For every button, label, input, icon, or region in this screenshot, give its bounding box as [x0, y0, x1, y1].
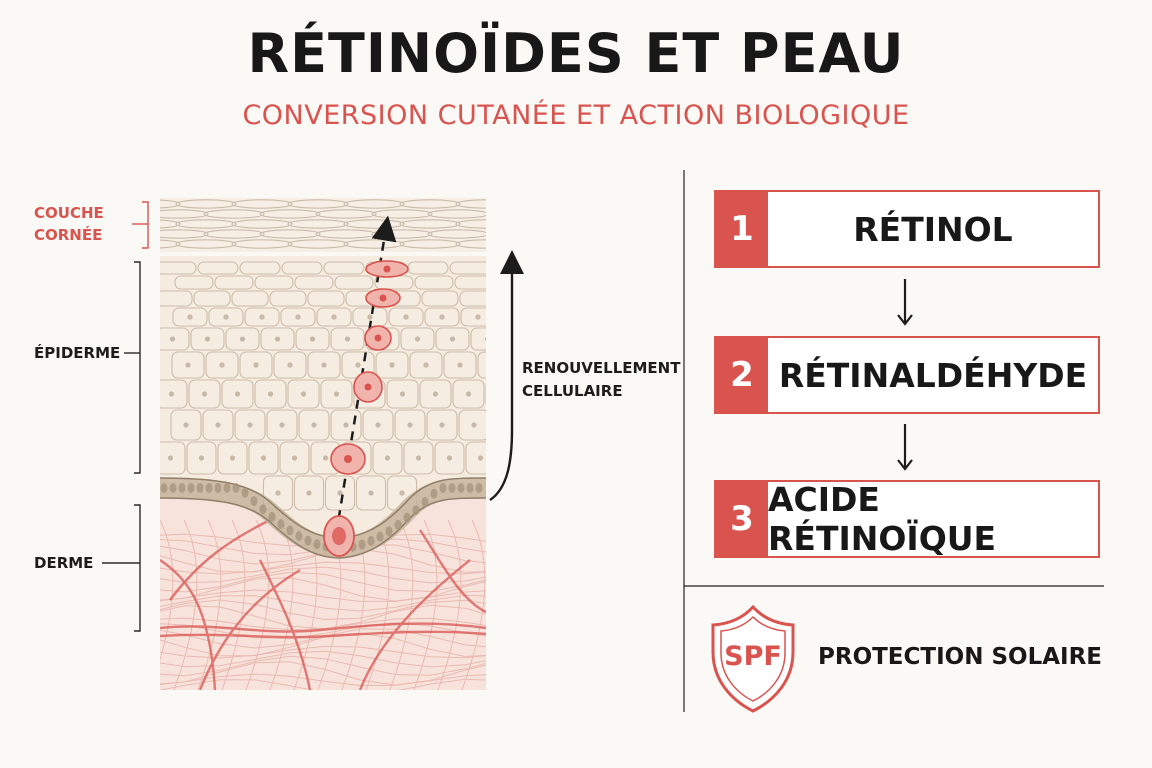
label-epidermis: ÉPIDERME [34, 344, 121, 362]
page-subtitle: CONVERSION CUTANÉE ET ACTION BIOLOGIQUE [242, 100, 910, 131]
step-retinol: 1 RÉTINOL [714, 190, 1100, 268]
renewal-arrow [489, 250, 524, 501]
step-arrows [897, 279, 913, 471]
spf-badge-text: SPF [724, 641, 782, 672]
migration-path [334, 215, 397, 536]
step-number: 1 [716, 192, 768, 266]
step-number: 3 [716, 482, 768, 556]
blood-vessels [160, 518, 486, 690]
step-label: ACIDE RÉTINOÏQUE [768, 480, 997, 558]
label-cell-renewal: RENOUVELLEMENT CELLULAIRE [522, 359, 681, 400]
sun-protection-label: PROTECTION SOLAIRE [818, 644, 1103, 670]
layer-brackets [134, 201, 149, 632]
shield-icon [711, 604, 795, 713]
migrating-cells [323, 260, 409, 557]
label-stratum-corneum: COUCHE CORNÉE [34, 204, 104, 244]
step-number: 2 [716, 338, 768, 412]
step-label: RÉTINOL [853, 209, 1013, 249]
stratum-corneum-flakes [160, 199, 486, 249]
step-retinoic-acid: 3 ACIDE RÉTINOÏQUE [714, 480, 1100, 558]
step-retinaldehyde: 2 RÉTINALDÉHYDE [714, 336, 1100, 414]
label-dermis: DERME [34, 554, 94, 572]
page-title: RÉTINOÏDES ET PEAU [247, 22, 905, 85]
step-label: RÉTINALDÉHYDE [778, 355, 1088, 395]
stratum-corneum-area [160, 198, 486, 252]
